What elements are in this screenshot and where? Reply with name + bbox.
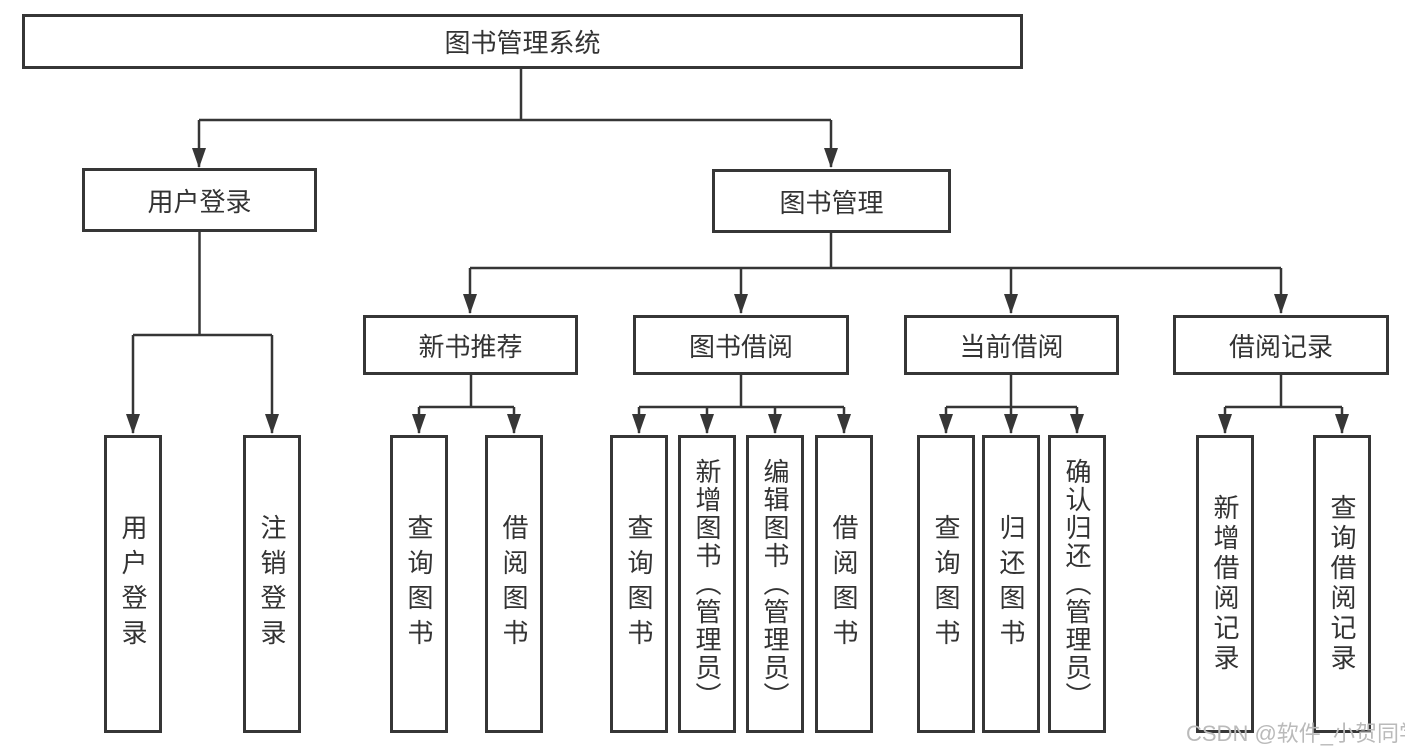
branch-book-borrow-to-leaves (632, 375, 851, 434)
leaf-borrow-books: 借阅图书 (815, 435, 873, 733)
leaf-add-borrow-record-label: 新增借阅记录 (1210, 494, 1240, 674)
node-borrow-records-label: 借阅记录 (1228, 331, 1333, 362)
leaf-user-login-label: 用户登录 (118, 514, 148, 654)
node-new-book-recommend: 新书推荐 (363, 315, 578, 375)
leaf-return-books: 归还图书 (982, 435, 1040, 733)
node-current-borrow-label: 当前借阅 (959, 331, 1064, 362)
leaf-query-books-borrow-label: 查询图书 (624, 514, 654, 654)
leaf-borrow-books-label: 借阅图书 (829, 514, 859, 654)
node-book-management-label: 图书管理 (779, 187, 884, 218)
leaf-logout-label: 注销登录 (257, 514, 287, 654)
node-current-borrow: 当前借阅 (904, 315, 1119, 375)
leaf-add-book-admin: 新增图书（管理员） (678, 435, 736, 733)
leaf-query-books-recommend: 查询图书 (390, 435, 448, 733)
leaf-confirm-return-admin-label: 确认归还（管理员） (1062, 458, 1092, 710)
leaf-add-borrow-record: 新增借阅记录 (1196, 435, 1254, 733)
leaf-query-books-current: 查询图书 (917, 435, 975, 733)
node-book-management: 图书管理 (712, 169, 951, 233)
leaf-confirm-return-admin: 确认归还（管理员） (1048, 435, 1106, 733)
leaf-query-borrow-record: 查询借阅记录 (1313, 435, 1371, 733)
leaf-query-books-current-label: 查询图书 (931, 514, 961, 654)
branch-borrow-records-to-leaves (1218, 375, 1349, 434)
branch-book-mgmt-to-level3 (463, 233, 1288, 314)
node-user-login: 用户登录 (82, 168, 317, 232)
leaf-return-books-label: 归还图书 (996, 514, 1026, 654)
node-root: 图书管理系统 (22, 14, 1023, 69)
leaf-query-borrow-record-label: 查询借阅记录 (1327, 494, 1357, 674)
node-borrow-records: 借阅记录 (1173, 315, 1389, 375)
node-book-borrow-label: 图书借阅 (688, 331, 793, 362)
node-book-borrow: 图书借阅 (633, 315, 849, 375)
node-new-book-recommend-label: 新书推荐 (418, 331, 523, 362)
branch-root-to-level2 (192, 69, 838, 168)
leaf-add-book-admin-label: 新增图书（管理员） (692, 458, 722, 710)
leaf-logout: 注销登录 (243, 435, 301, 733)
leaf-borrow-books-recommend-label: 借阅图书 (499, 514, 529, 654)
leaf-edit-book-admin: 编辑图书（管理员） (746, 435, 804, 733)
branch-new-book-to-leaves (412, 375, 521, 434)
branch-user-login-to-leaves (126, 232, 279, 434)
branch-current-borrow-to-leaves (939, 375, 1084, 434)
leaf-edit-book-admin-label: 编辑图书（管理员） (760, 458, 790, 710)
leaf-user-login: 用户登录 (104, 435, 162, 733)
leaf-query-books-recommend-label: 查询图书 (404, 514, 434, 654)
leaf-query-books-borrow: 查询图书 (610, 435, 668, 733)
node-user-login-label: 用户登录 (147, 186, 252, 217)
node-root-label: 图书管理系统 (444, 28, 601, 58)
leaf-borrow-books-recommend: 借阅图书 (485, 435, 543, 733)
watermark-text: CSDN @软件_小贺同学 (1186, 721, 1405, 746)
